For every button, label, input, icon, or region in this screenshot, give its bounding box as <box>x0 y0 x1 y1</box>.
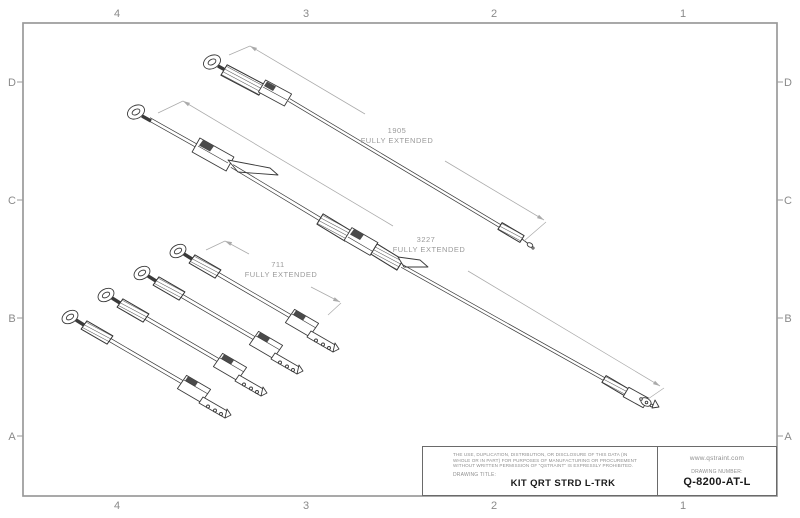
strap-short-4 <box>57 305 233 420</box>
dimension-1905-value: 1905 <box>388 126 407 135</box>
zone-row-right: B <box>784 313 791 325</box>
zone-col-bottom: 3 <box>303 500 309 512</box>
zone-row-left: B <box>8 313 15 325</box>
zone-col-top: 4 <box>114 8 120 20</box>
dimension-1905: 1905 FULLY EXTENDED <box>228 45 547 242</box>
disclaimer-line: WITHOUT WRITTEN PERMISSION OF "QSTRAINT"… <box>453 463 634 469</box>
dimension-711-value: 711 <box>271 260 284 269</box>
drawing-title: KIT QRT STRD L-TRK <box>510 478 616 490</box>
disclaimer-line: THE USE, DUPLICATION, DISTRIBUTION, OR D… <box>453 452 628 457</box>
zone-col-top: 3 <box>303 8 309 20</box>
dimension-1905-label: FULLY EXTENDED <box>361 136 434 145</box>
zone-col-top: 1 <box>680 8 686 20</box>
drawing-number: Q-8200-AT-L <box>683 476 751 488</box>
zone-row-right: D <box>784 77 792 89</box>
zone-row-left: D <box>8 77 16 89</box>
disclaimer-text: THE USE, DUPLICATION, DISTRIBUTION, OR D… <box>453 452 653 469</box>
title-block-right-cell: www.qstraint.com DRAWING NUMBER: Q-8200-… <box>658 447 776 495</box>
strap-long-1905 <box>203 54 535 250</box>
zone-ticks <box>17 81 783 437</box>
zone-col-bottom: 2 <box>491 500 497 512</box>
title-block-left-cell: THE USE, DUPLICATION, DISTRIBUTION, OR D… <box>423 447 658 495</box>
drawing-number-label: DRAWING NUMBER: <box>691 469 743 475</box>
zone-col-bottom: 1 <box>680 500 686 512</box>
zone-labels: 4 3 2 1 4 3 2 1 D C B A D C B A <box>8 8 792 512</box>
dimension-3227-value: 3227 <box>417 235 436 244</box>
zone-row-left: A <box>8 431 16 443</box>
website-text: www.qstraint.com <box>689 455 745 462</box>
dimension-3227-label: FULLY EXTENDED <box>393 245 466 254</box>
title-block: THE USE, DUPLICATION, DISTRIBUTION, OR D… <box>422 446 777 496</box>
zone-row-right: C <box>784 195 792 207</box>
zone-row-right: A <box>784 431 792 443</box>
zone-row-left: C <box>8 195 16 207</box>
dimension-711: 711 FULLY EXTENDED <box>205 240 342 316</box>
dimension-711-label: FULLY EXTENDED <box>245 270 318 279</box>
zone-col-bottom: 4 <box>114 500 120 512</box>
sheet-border <box>22 22 778 497</box>
drawing-title-label: DRAWING TITLE: <box>453 472 497 479</box>
dimension-3227: 3227 FULLY EXTENDED <box>157 100 665 400</box>
zone-col-top: 2 <box>491 8 497 20</box>
strap-long-3227 <box>127 104 660 409</box>
disclaimer-line: WHOLE OR IN PART) FOR PURPOSES OF MANUFA… <box>453 457 637 463</box>
